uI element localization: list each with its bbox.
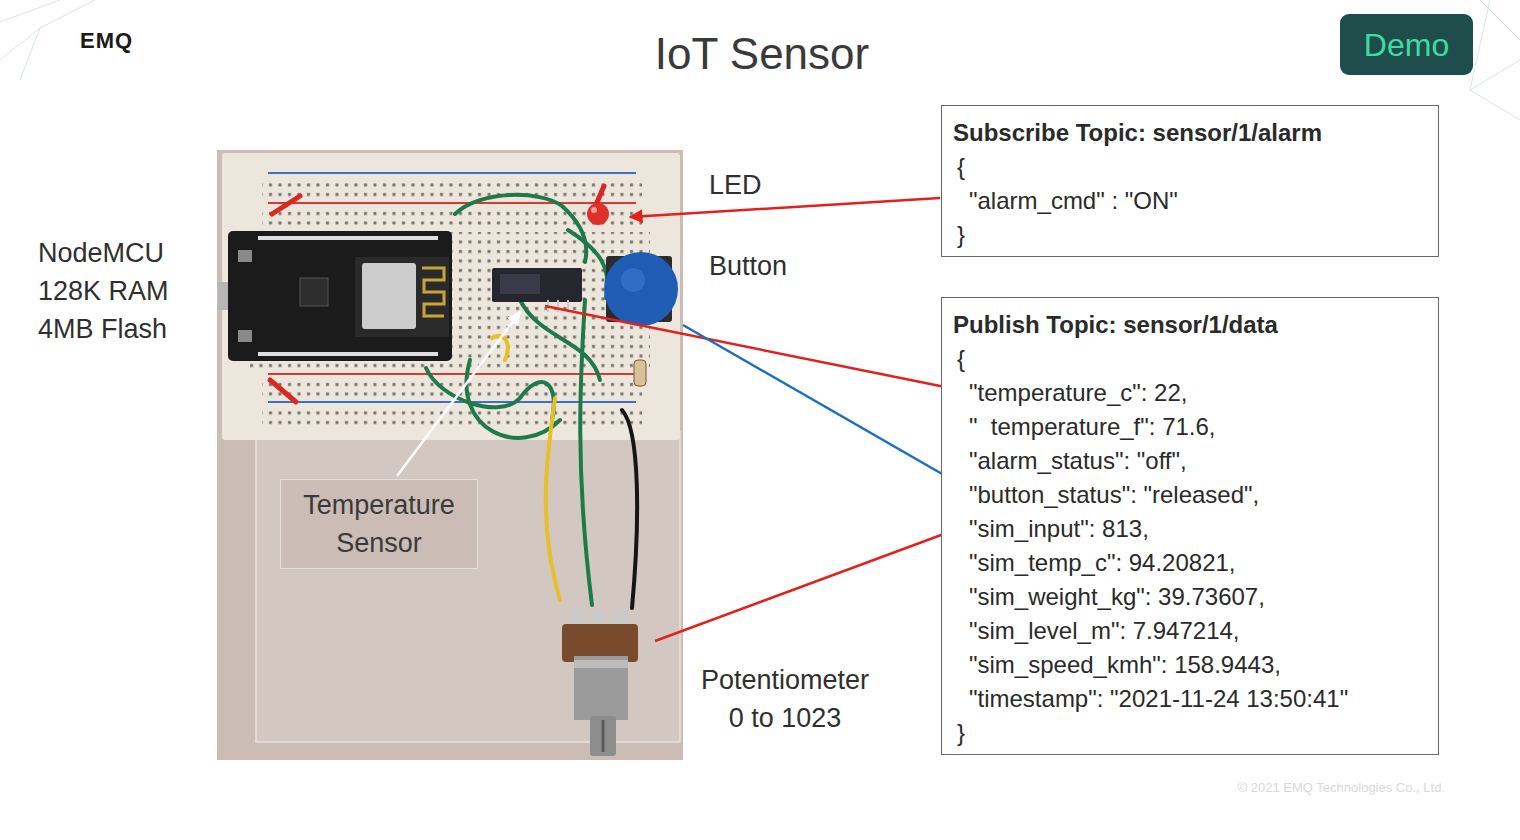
json-line: "alarm_status": "off",	[953, 444, 1424, 478]
callout-box: Temperature Sensor	[280, 479, 478, 569]
json-line: "sim_speed_kmh": 158.9443,	[953, 648, 1424, 682]
json-line: {	[953, 150, 1424, 184]
leader-line	[397, 312, 520, 476]
leader-arrow	[630, 198, 940, 217]
json-line: "temperature_c": 22,	[953, 376, 1424, 410]
copyright-note: © 2021 EMQ Technologies Co., Ltd.	[1150, 779, 1445, 797]
json-line: "timestamp": "2021-11-24 13:50:41"	[953, 682, 1424, 716]
box-text: Demo	[1364, 25, 1449, 65]
json-line: "sim_weight_kg": 39.73607,	[953, 580, 1424, 614]
part-label: Button	[709, 247, 829, 285]
json-line: }	[953, 218, 1424, 252]
box-text: Temperature Sensor	[291, 486, 467, 562]
json-line: "sim_input": 813,	[953, 512, 1424, 546]
topic-heading: Publish Topic: sensor/1/data	[953, 308, 1424, 342]
json-line: "sim_level_m": 7.947214,	[953, 614, 1424, 648]
potentiometer-symbol	[562, 610, 638, 756]
json-line: }	[953, 716, 1424, 750]
json-line: "button_status": "released",	[953, 478, 1424, 512]
json-line: "alarm_cmd" : "ON"	[953, 184, 1424, 218]
leader-arrow	[545, 306, 960, 390]
topic-box: Subscribe Topic: sensor/1/alarm{"alarm_c…	[941, 105, 1439, 257]
topic-heading: Subscribe Topic: sensor/1/alarm	[953, 116, 1424, 150]
board-label: NodeMCU 128K RAM 4MB Flash	[38, 234, 188, 348]
slide-title: IoT Sensor	[0, 28, 1520, 80]
json-line: "sim_temp_c": 94.20821,	[953, 546, 1424, 580]
topic-box: Publish Topic: sensor/1/data{"temperatur…	[941, 297, 1439, 755]
part-label: LED	[709, 166, 789, 204]
leader-arrow	[655, 528, 960, 641]
json-line: " temperature_f": 71.6,	[953, 410, 1424, 444]
json-line: {	[953, 342, 1424, 376]
brand-logo: EMQ	[80, 27, 160, 55]
leader-arrow	[683, 325, 963, 486]
demo-badge: Demo	[1340, 14, 1473, 75]
part-label: Potentiometer 0 to 1023	[695, 661, 875, 737]
